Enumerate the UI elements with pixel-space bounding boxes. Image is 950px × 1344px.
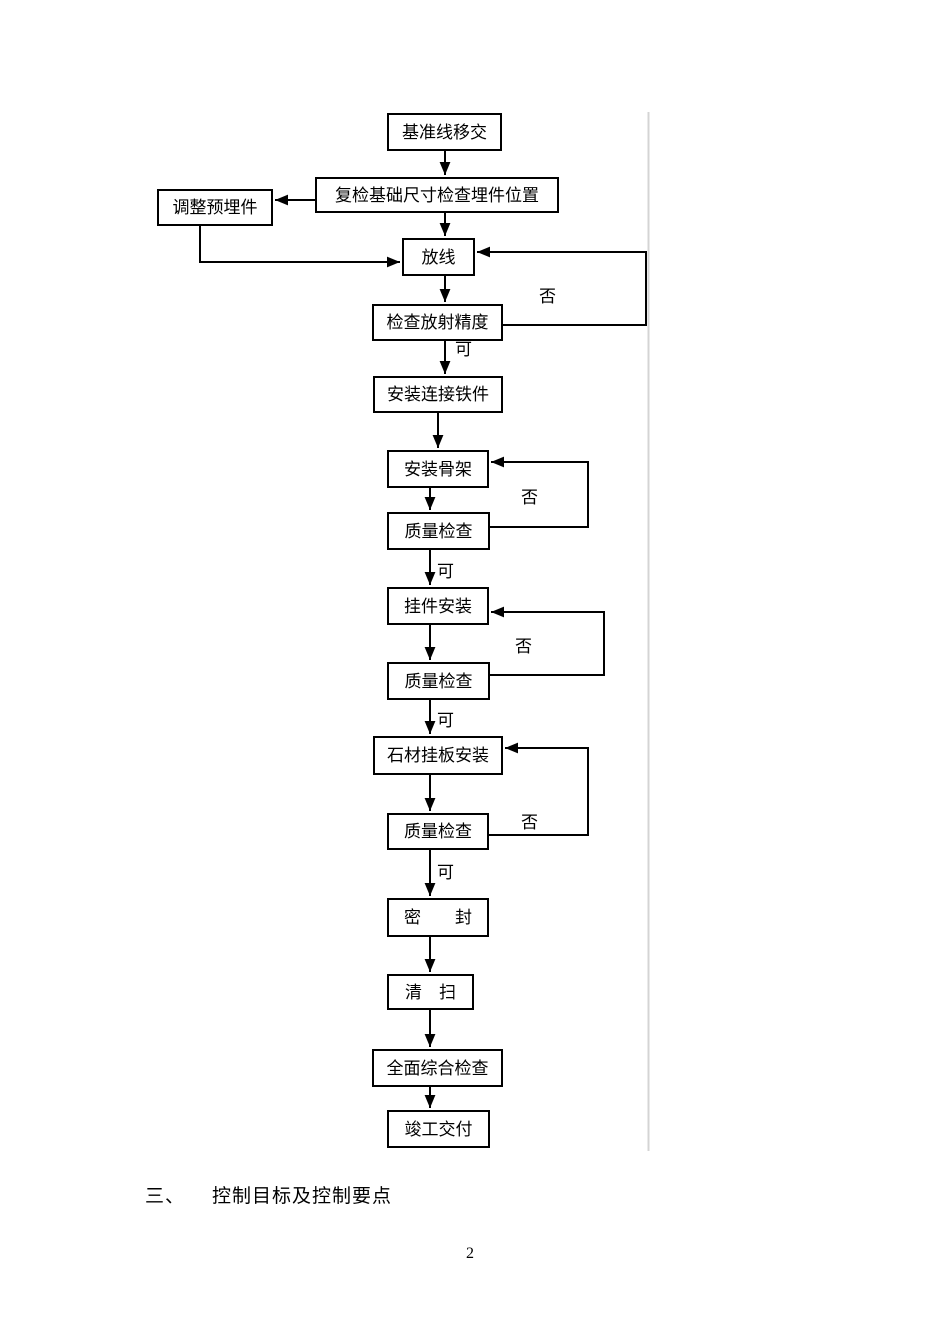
page-number: 2 <box>466 1245 474 1262</box>
flow-node-recheck-foundation-dimensions: 复检基础尺寸检查埋件位置 <box>315 177 559 213</box>
section-heading-number: 三、 <box>145 1186 186 1207</box>
edge-label-no-3: 否 <box>515 637 532 656</box>
flow-node-install-skeleton: 安装骨架 <box>387 450 489 488</box>
flow-node-quality-check-2: 质量检查 <box>387 662 490 700</box>
edge-qc1-no-loop <box>490 456 589 528</box>
edge-label-no-1: 否 <box>539 287 556 306</box>
edge-label-yes-3: 可 <box>437 711 454 730</box>
flow-node-adjust-embedded-parts: 调整预埋件 <box>157 189 273 226</box>
flow-node-sealing: 密 封 <box>387 898 489 937</box>
edge-label-yes-1: 可 <box>455 340 472 359</box>
flow-node-quality-check-3: 质量检查 <box>387 813 489 850</box>
edge-qc2-no-loop <box>490 606 605 676</box>
edge-label-yes-2: 可 <box>437 562 454 581</box>
flow-node-cleaning: 清 扫 <box>387 974 474 1010</box>
flow-node-comprehensive-inspection: 全面综合检查 <box>372 1049 503 1087</box>
flow-node-stone-panel-installation: 石材挂板安装 <box>373 736 503 775</box>
edge-label-yes-4: 可 <box>437 863 454 882</box>
section-heading: 三、 控制目标及控制要点 <box>145 1181 392 1208</box>
section-heading-title: 控制目标及控制要点 <box>212 1186 393 1207</box>
flow-node-setting-out: 放线 <box>402 238 475 276</box>
edge-label-no-2: 否 <box>521 488 538 507</box>
edge-label-no-4: 否 <box>521 813 538 832</box>
flow-node-hanger-installation: 挂件安装 <box>387 587 489 625</box>
flow-edges <box>199 151 647 1108</box>
flow-node-completion-handover: 竣工交付 <box>387 1110 490 1148</box>
edge-adjust-to-settingout <box>199 225 400 268</box>
flow-node-install-connecting-iron: 安装连接铁件 <box>373 376 503 413</box>
flow-node-check-setting-out-precision: 检查放射精度 <box>372 304 503 341</box>
flow-node-quality-check-1: 质量检查 <box>387 512 490 550</box>
flow-node-baseline-handover: 基准线移交 <box>387 113 502 151</box>
edge-qc3-no-loop <box>489 742 589 836</box>
